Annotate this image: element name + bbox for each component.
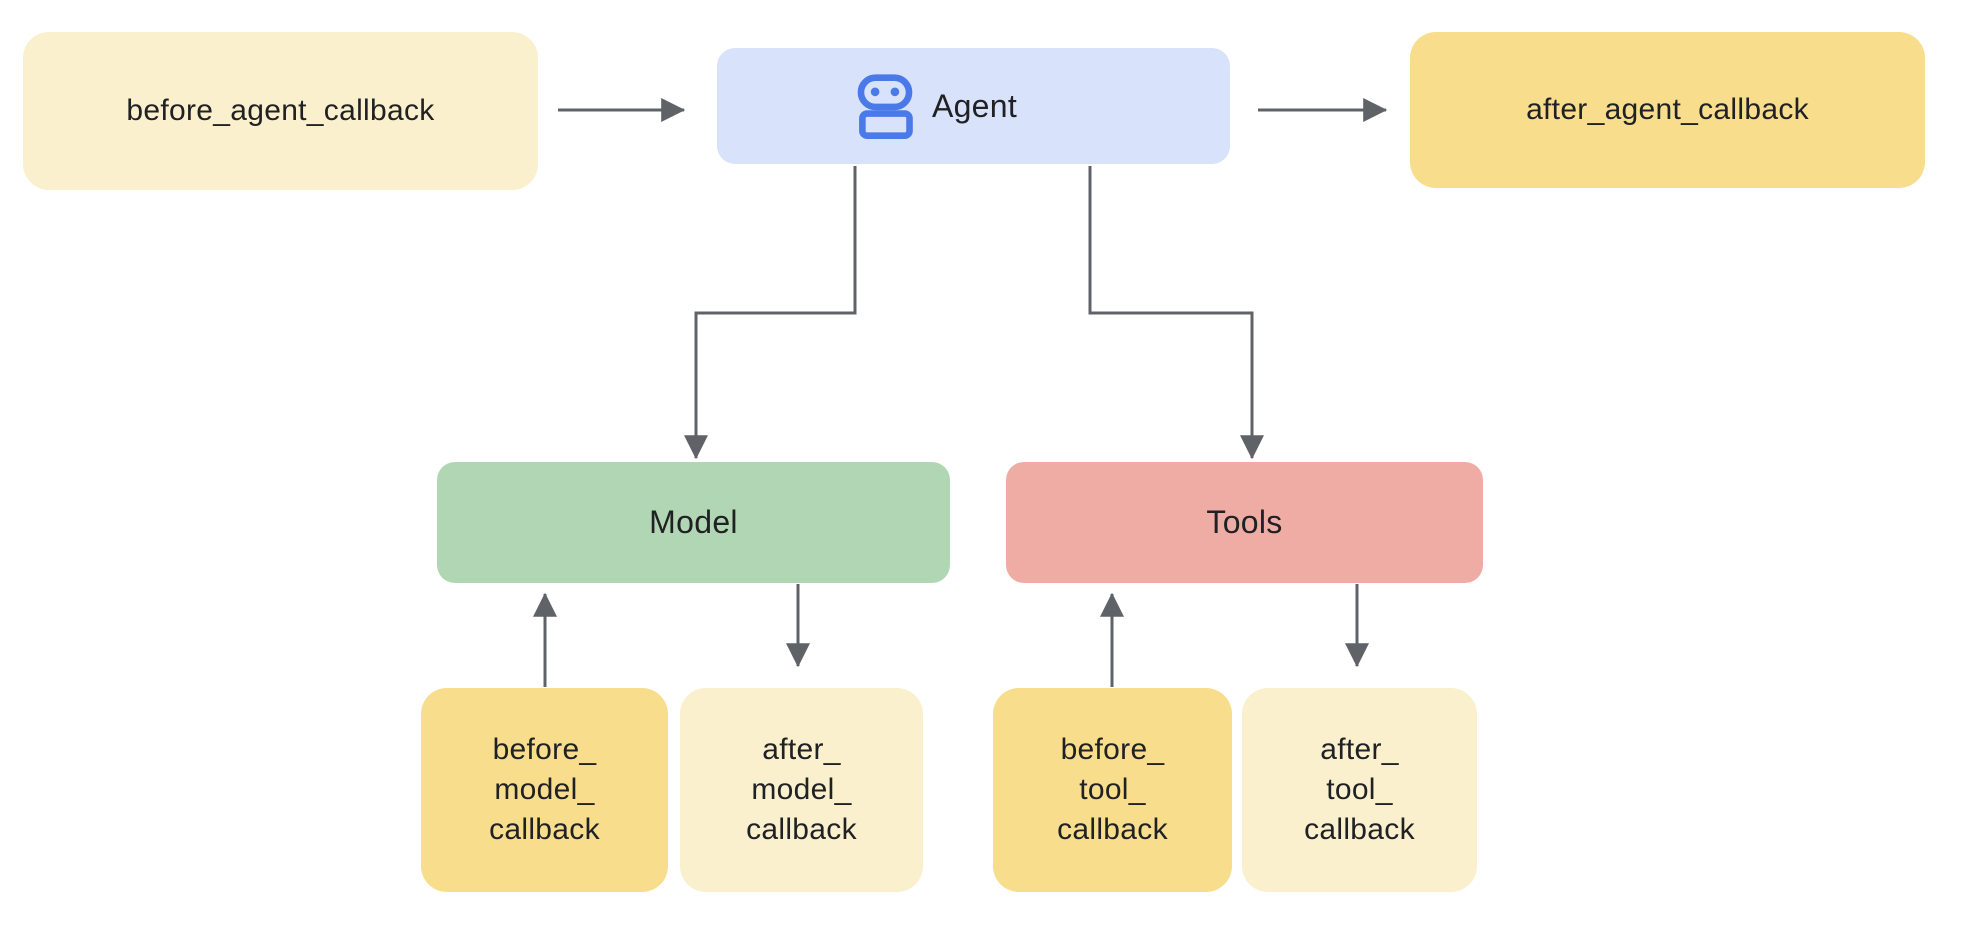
- node-label: before_ tool_ callback: [1057, 733, 1168, 846]
- node-tools: Tools: [1006, 462, 1483, 583]
- edge-agent-to-model: [684, 166, 857, 460]
- node-after-agent-callback: after_agent_callback: [1410, 32, 1925, 188]
- node-before-model-callback: before_ model_ callback: [421, 688, 668, 892]
- node-agent: Agent: [717, 48, 1230, 164]
- node-label: before_agent_callback: [126, 94, 435, 127]
- node-model: Model: [437, 462, 950, 583]
- edge-agent-to-tools: [1088, 166, 1264, 460]
- robot-icon: [857, 74, 913, 139]
- node-before-tool-callback: before_ tool_ callback: [993, 688, 1232, 892]
- node-label: Model: [649, 504, 738, 540]
- node-label: after_ model_ callback: [746, 733, 857, 846]
- node-after-tool-callback: after_ tool_ callback: [1242, 688, 1477, 892]
- node-label: after_agent_callback: [1526, 93, 1809, 126]
- node-label: after_ tool_ callback: [1304, 733, 1415, 846]
- node-after-model-callback: after_ model_ callback: [680, 688, 923, 892]
- node-label: Agent: [931, 87, 1018, 124]
- node-label: Tools: [1206, 504, 1283, 540]
- node-label: before_ model_ callback: [489, 733, 600, 846]
- node-before-agent-callback: before_agent_callback: [23, 32, 538, 190]
